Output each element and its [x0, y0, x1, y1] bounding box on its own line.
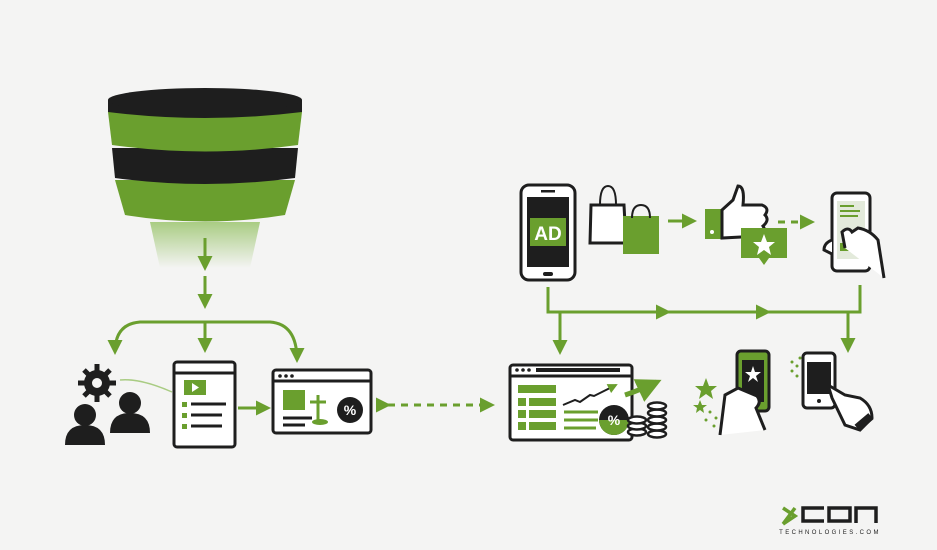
ad-label: AD	[534, 224, 561, 245]
flow-connectors	[546, 285, 862, 355]
xcon-logo: TECHNOLOGIES.COM	[779, 506, 881, 536]
ad-phone-icon: AD	[519, 183, 577, 282]
funnel-icon	[108, 88, 302, 268]
shopping-bags-icon	[588, 184, 659, 254]
analytics-dashboard-icon: %	[508, 363, 662, 442]
coins-icon	[626, 401, 668, 439]
funnel-flow-arrows	[107, 238, 305, 363]
analytics-badge: %	[608, 412, 621, 428]
tap-phone-icon	[790, 351, 874, 432]
discount-badge: %	[344, 402, 357, 418]
star-badge-icon	[741, 228, 787, 265]
video-page-icon	[172, 360, 237, 449]
landing-page-icon: %	[271, 368, 373, 435]
users-gear-icon	[65, 364, 173, 445]
phone-in-hand-icon	[822, 191, 886, 279]
logo-tagline: TECHNOLOGIES.COM	[779, 530, 881, 536]
rating-phone-icon	[693, 349, 771, 436]
